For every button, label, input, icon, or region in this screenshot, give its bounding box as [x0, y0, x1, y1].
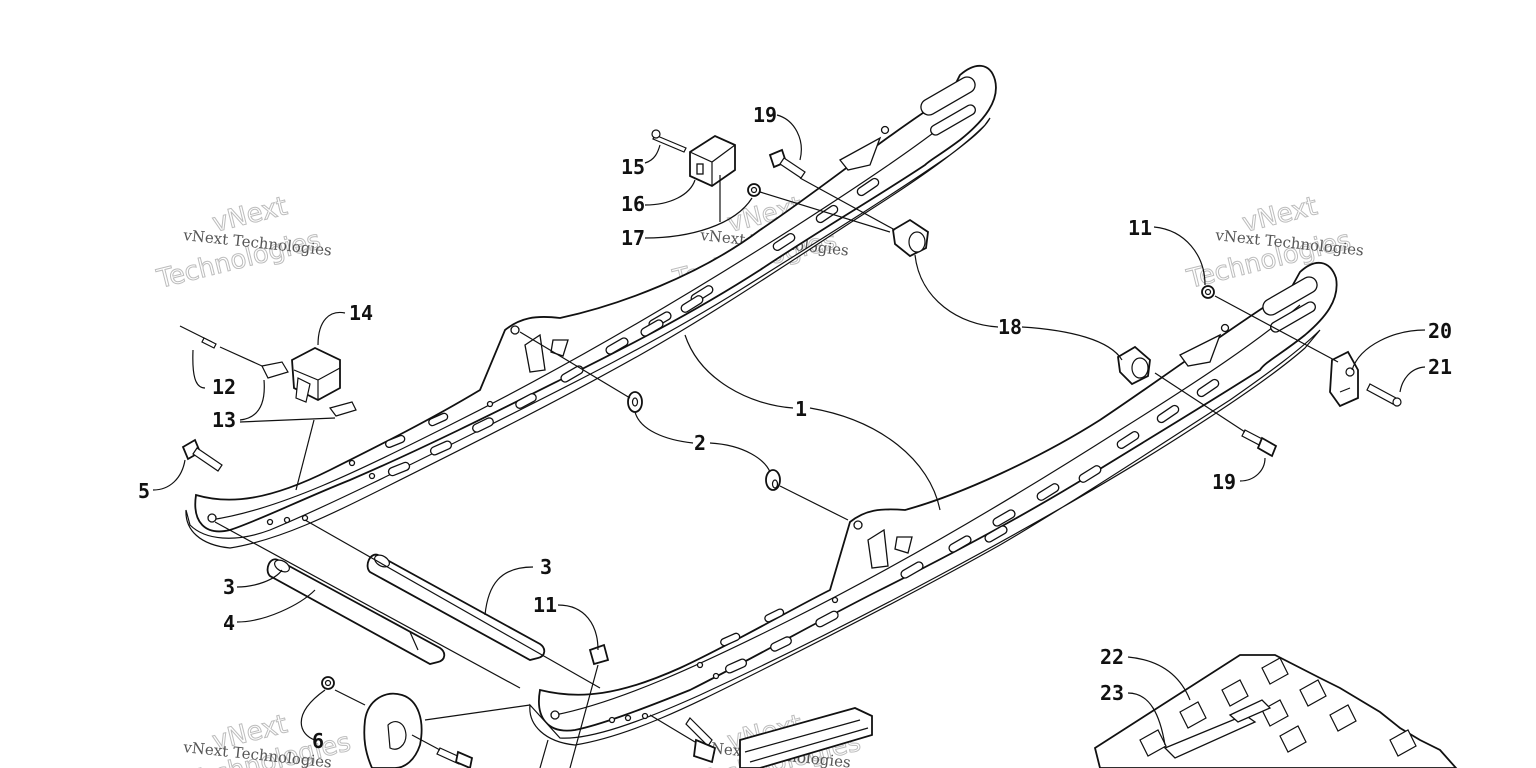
callout-22: 22 [1100, 645, 1124, 669]
track-22 [1093, 654, 1458, 768]
nut-11-lower [588, 643, 610, 666]
bracket-20 [1329, 350, 1359, 408]
callout-21: 21 [1428, 355, 1452, 379]
slide-wear-strip [739, 707, 873, 768]
callout-18: 18 [998, 315, 1022, 339]
clip-13-upper [261, 361, 289, 379]
callout-1: 1 [795, 397, 807, 421]
bushing-18-top [892, 218, 929, 258]
watermark-bottom-left: vNext Technologies vNext Technologies [182, 709, 355, 768]
callout-15: 15 [621, 155, 645, 179]
left-slide-rail [185, 64, 997, 549]
callout-11-top: 11 [1128, 216, 1152, 240]
callout-20: 20 [1428, 319, 1452, 343]
bolt-19-right [1241, 429, 1278, 458]
bolt-19-top [768, 148, 806, 179]
callout-6: 6 [312, 729, 324, 753]
callout-16: 16 [621, 192, 645, 216]
bumper-block-16 [689, 134, 736, 188]
callout-3-left: 3 [223, 575, 235, 599]
left-rail-slots [385, 177, 880, 477]
watermark-top-right: vNext Technologies vNext Technologies [1183, 191, 1365, 296]
bolt-lower-left [436, 747, 474, 768]
callout-23: 23 [1100, 681, 1124, 705]
bumper-cup [363, 692, 423, 768]
callout-13: 13 [212, 408, 236, 432]
right-slide-rail [529, 262, 1338, 746]
washer-2-upper [627, 391, 643, 413]
cross-shaft-front [266, 558, 446, 665]
callout-14: 14 [349, 301, 373, 325]
bolt-5 [181, 438, 223, 472]
bolt-21 [1366, 383, 1402, 407]
callout-3-right: 3 [540, 555, 552, 579]
right-rail-slots [720, 378, 1220, 674]
pin-12 [179, 325, 217, 349]
nut-11-top [1201, 285, 1215, 299]
bolt-15 [651, 129, 687, 153]
leader-lines [152, 114, 1426, 768]
callout-19-top: 19 [753, 103, 777, 127]
callout-19-right: 19 [1212, 470, 1236, 494]
clip-13-lower [328, 401, 357, 417]
nut-17 [747, 183, 761, 197]
callout-4: 4 [223, 611, 235, 635]
callout-5: 5 [138, 479, 150, 503]
nut-6 [321, 676, 335, 690]
washer-2-lower [765, 469, 781, 491]
bolt-lower-middle [685, 717, 717, 764]
callouts: 19 15 16 17 11 14 12 13 18 20 21 1 2 19 … [138, 103, 1452, 753]
callout-11-lower: 11 [533, 593, 557, 617]
callout-12: 12 [212, 375, 236, 399]
watermark-top-left: vNext Technologies vNext Technologies [153, 191, 333, 296]
callout-2: 2 [694, 431, 706, 455]
callout-17: 17 [621, 226, 645, 250]
bushing-18-right [1117, 345, 1151, 386]
bumper-14 [291, 346, 341, 403]
